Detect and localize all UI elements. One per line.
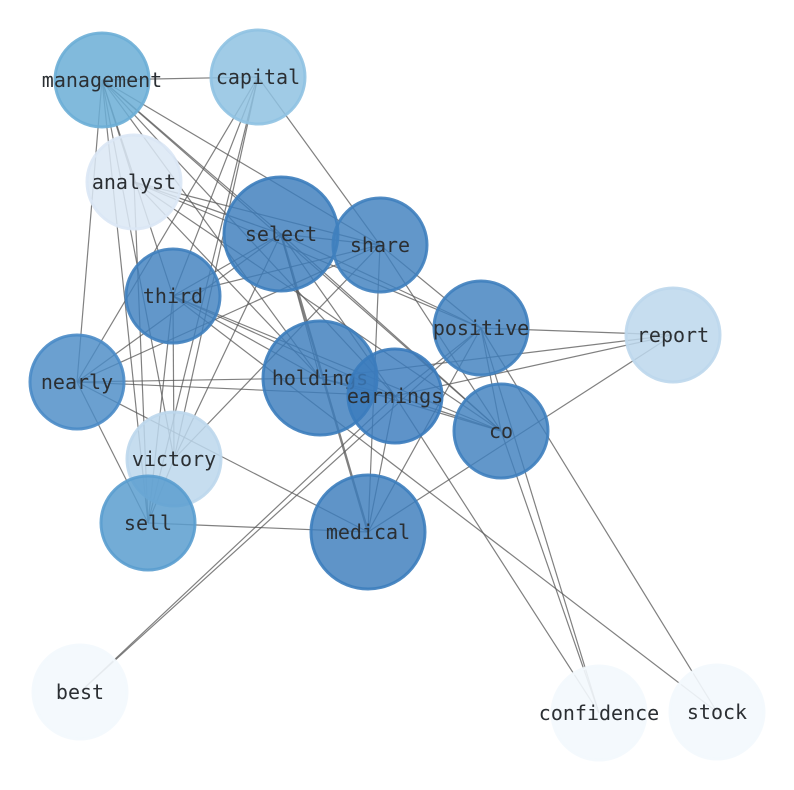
node-layer: management capital analyst select share third… [28,28,766,762]
node-circle-best [31,643,129,741]
edge-capital-nearly [76,76,259,383]
node-sell: sell [99,474,197,572]
edge-management-holdings [101,79,321,379]
node-circle-third [124,247,222,345]
node-third: third [124,247,222,345]
node-circle-earnings [346,347,444,445]
node-label-stock: stock [687,700,747,724]
node-circle-management [53,31,151,129]
node-medical: medical [309,473,427,591]
node-circle-positive [432,279,530,377]
node-report: report [624,286,722,384]
edge-earnings-confidence [394,395,600,714]
node-earnings: earnings [346,347,444,445]
node-management: management [42,31,162,129]
node-circle-co [452,382,550,480]
node-label-positive: positive [433,316,529,340]
node-circle-stock [668,663,766,761]
node-label-management: management [42,68,162,92]
node-label-report: report [637,323,709,347]
node-label-sell: sell [124,511,172,535]
node-capital: capital [209,28,307,126]
node-circle-analyst [85,133,183,231]
node-label-co: co [489,419,513,443]
node-circle-nearly [28,333,126,431]
node-circle-share [331,196,429,294]
node-stock: stock [668,663,766,761]
node-circle-sell [99,474,197,572]
node-confidence: confidence [539,664,659,762]
edge-management-nearly [76,79,103,383]
node-label-medical: medical [326,520,410,544]
node-circle-medical [309,473,427,591]
node-label-third: third [143,284,203,308]
node-label-capital: capital [216,65,300,89]
node-circle-capital [209,28,307,126]
node-label-select: select [245,222,317,246]
node-label-best: best [56,680,104,704]
node-share: share [331,196,429,294]
node-label-analyst: analyst [92,170,176,194]
node-circle-confidence [550,664,648,762]
node-circle-report [624,286,722,384]
node-select: select [222,175,340,293]
node-label-share: share [350,233,410,257]
node-nearly: nearly [28,333,126,431]
edge-earnings-best [79,395,396,693]
node-analyst: analyst [85,133,183,231]
edge-co-confidence [500,430,600,714]
node-label-nearly: nearly [41,370,113,394]
node-label-victory: victory [132,447,216,471]
node-co: co [452,382,550,480]
node-label-confidence: confidence [539,701,659,725]
edge-share-nearly [76,244,381,383]
node-label-earnings: earnings [347,384,443,408]
node-best: best [31,643,129,741]
node-positive: positive [432,279,530,377]
